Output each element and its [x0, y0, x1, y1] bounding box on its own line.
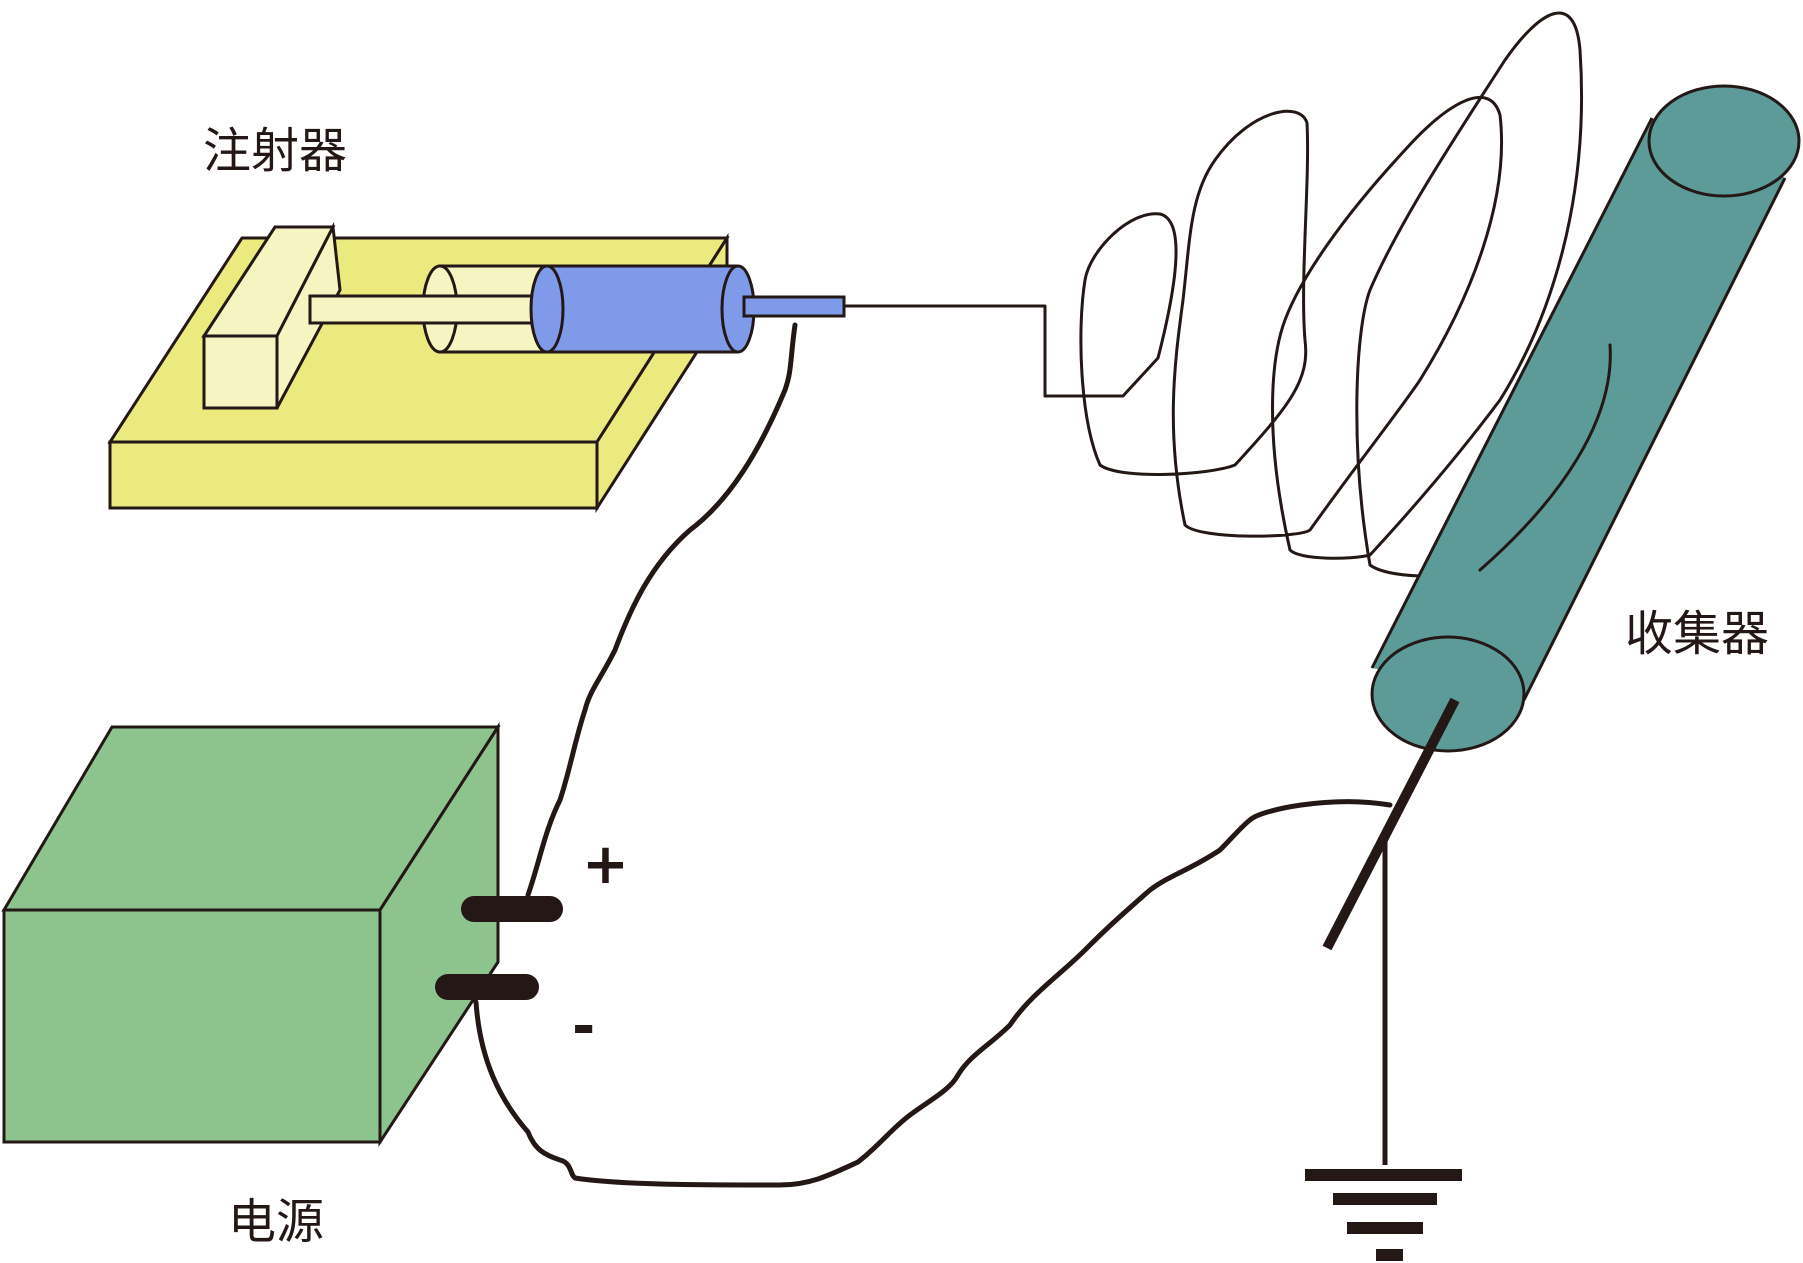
- collector-end-bottom: [1370, 635, 1526, 753]
- collector-drum: [1322, 84, 1801, 951]
- positive-wire: [525, 322, 798, 898]
- fiber-deposit: [1478, 343, 1612, 572]
- power-box-front: [2, 908, 382, 1144]
- pump-base-front: [108, 440, 599, 510]
- syringe-cylinder: [545, 266, 738, 352]
- power-supply-label: 电源: [228, 1194, 324, 1250]
- positive-sign: +: [582, 832, 629, 897]
- ground-symbol: [1305, 840, 1462, 1261]
- syringe-label: 注射器: [203, 123, 347, 179]
- fiber-jet: [842, 11, 1612, 578]
- collector-body: [1372, 118, 1785, 700]
- power-supply: [1, 721, 563, 1148]
- syringe-pump: [107, 221, 846, 514]
- negative-wire: [473, 799, 1393, 1188]
- syringe-cylinder-back: [529, 264, 565, 354]
- collector-label: 收集器: [1625, 606, 1769, 662]
- negative-sign: -: [572, 994, 595, 1059]
- plunger-rod: [308, 294, 549, 325]
- syringe-needle: [742, 295, 846, 318]
- power-box-side: [378, 721, 500, 1148]
- pusher-block-front: [202, 334, 279, 410]
- collector-end-top: [1647, 84, 1801, 198]
- collector-shaft: [1322, 697, 1460, 951]
